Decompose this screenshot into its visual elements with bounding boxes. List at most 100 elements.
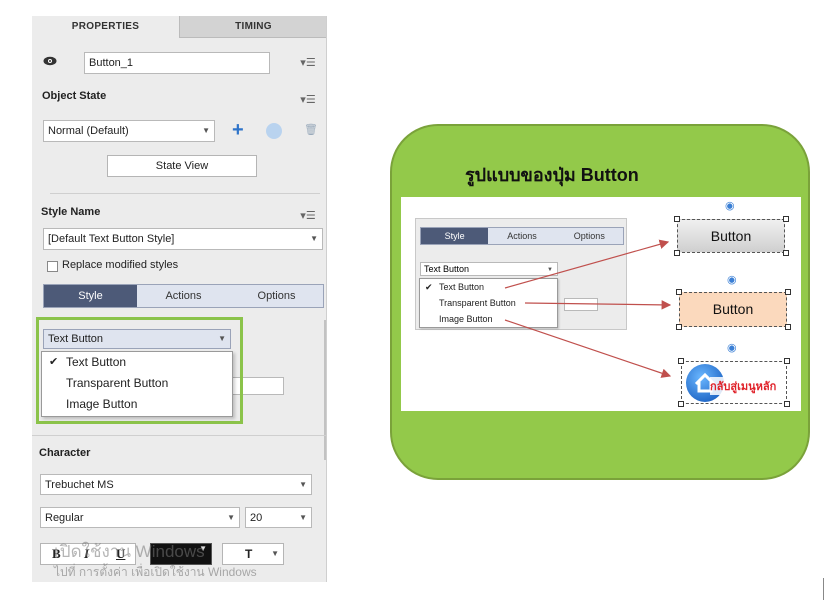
- mini-button-type-value: Text Button: [424, 264, 470, 274]
- text-transform-label: T: [245, 547, 253, 561]
- option-label: Image Button: [66, 397, 138, 411]
- arrow-transparent-button: [524, 300, 672, 310]
- button-type-list: ✔Text Button Transparent Button Image Bu…: [41, 351, 233, 417]
- refresh-state-icon[interactable]: [266, 123, 282, 139]
- font-family-select[interactable]: Trebuchet MS ▼: [40, 474, 312, 495]
- object-state-value: Normal (Default): [48, 125, 129, 137]
- selection-handle: [784, 401, 790, 407]
- chevron-down-icon: ▼: [227, 513, 235, 522]
- panel-tabs: PROPERTIES TIMING: [32, 16, 326, 38]
- selection-handle: [674, 250, 680, 256]
- button-type-select[interactable]: Text Button ▼: [43, 329, 231, 349]
- text-transform-select[interactable]: T ▼: [222, 543, 284, 565]
- chevron-down-icon: ▼: [199, 544, 207, 553]
- tab-properties[interactable]: PROPERTIES: [32, 16, 179, 38]
- subtab-style[interactable]: Style: [44, 285, 137, 307]
- bold-button[interactable]: B: [52, 546, 61, 561]
- text-format-bar: [40, 543, 136, 565]
- font-style-value: Regular: [45, 512, 84, 524]
- character-title: Character: [39, 447, 91, 459]
- sample-image-caption: กลับสู่เมนูหลัก: [710, 377, 777, 395]
- style-name-select[interactable]: [Default Text Button Style] ▼: [43, 228, 323, 250]
- selection-handle: [674, 216, 680, 222]
- chevron-down-icon: ▼: [202, 126, 210, 135]
- selection-handle: [676, 289, 682, 295]
- selection-handle: [678, 358, 684, 364]
- subtab-actions[interactable]: Actions: [165, 290, 202, 302]
- button-type-value: Text Button: [48, 333, 104, 345]
- divider: [50, 193, 320, 194]
- mini-tab-actions: Actions: [507, 231, 537, 241]
- style-name-title: Style Name: [41, 206, 101, 218]
- underline-button[interactable]: U: [116, 546, 126, 561]
- panel-menu-icon[interactable]: ▾☰: [300, 57, 316, 69]
- mini-option-label: Transparent Button: [439, 298, 516, 308]
- mini-option-label: Image Button: [439, 314, 493, 324]
- chevron-down-icon: ▼: [271, 549, 279, 558]
- mini-tab-options: Options: [573, 231, 605, 241]
- style-name-value: [Default Text Button Style]: [48, 233, 175, 245]
- mini-option: ✔ Text Button: [420, 279, 557, 295]
- text-color-swatch[interactable]: ▼: [150, 543, 212, 565]
- mini-subtabs: Style Actions Options: [420, 227, 624, 245]
- tab-timing[interactable]: TIMING: [179, 16, 326, 38]
- style-name-menu-icon[interactable]: ▾☰: [300, 210, 316, 222]
- selection-handle: [783, 250, 789, 256]
- selection-handle: [783, 216, 789, 222]
- mini-button-type-select: Text Button ▼: [420, 262, 558, 276]
- mini-option: Image Button: [420, 311, 557, 327]
- mini-tab-style: Style: [421, 228, 489, 244]
- arrow-image-button: [504, 319, 672, 378]
- italic-button[interactable]: I: [84, 546, 90, 561]
- font-size-value: 20: [250, 512, 263, 524]
- mini-option-label: Text Button: [439, 282, 485, 292]
- visibility-eye-icon[interactable]: [43, 56, 57, 66]
- button-type-option[interactable]: Transparent Button: [42, 373, 232, 394]
- illustration-title: รูปแบบของปุ่ม Button: [465, 165, 639, 185]
- object-state-select[interactable]: Normal (Default) ▼: [43, 120, 215, 142]
- properties-panel: PROPERTIES TIMING Button_1 ▾☰ Object Sta…: [32, 16, 327, 582]
- replace-styles-checkbox[interactable]: [47, 261, 58, 272]
- selection-handle: [676, 324, 682, 330]
- activation-watermark-line2: ไปที่ การตั้งค่า เพื่อเปิดใช้งาน Windows: [54, 565, 257, 579]
- button-type-option[interactable]: Image Button: [42, 394, 232, 415]
- button-type-option[interactable]: ✔Text Button: [42, 352, 232, 373]
- delete-state-icon[interactable]: 🗑: [304, 124, 318, 136]
- style-subtabs: Style Actions Options: [43, 284, 324, 308]
- subtab-options[interactable]: Options: [257, 290, 296, 302]
- eye-icon: ◉: [727, 274, 737, 286]
- chevron-down-icon: ▼: [310, 234, 318, 243]
- selection-handle: [784, 358, 790, 364]
- chevron-down-icon: ▼: [299, 513, 307, 522]
- chevron-down-icon: ▼: [299, 480, 307, 489]
- divider: [32, 435, 326, 436]
- chevron-down-icon: ▼: [218, 334, 226, 343]
- selection-handle: [785, 289, 791, 295]
- selection-handle: [678, 401, 684, 407]
- chevron-down-icon: ▼: [547, 267, 553, 273]
- highlight-frame: [36, 317, 243, 424]
- mini-option: Transparent Button: [420, 295, 557, 311]
- object-name-input[interactable]: Button_1: [84, 52, 270, 74]
- state-view-button[interactable]: State View: [107, 155, 257, 177]
- sample-transparent-button: Button: [679, 292, 787, 327]
- eye-icon: ◉: [725, 200, 735, 212]
- replace-styles-label: Replace modified styles: [62, 259, 179, 271]
- font-size-select[interactable]: 20 ▼: [245, 507, 312, 528]
- activation-watermark-line1: เปิดใช้งาน Windows: [54, 542, 205, 561]
- add-state-icon[interactable]: +: [232, 119, 244, 141]
- sample-text-button: Button: [677, 219, 785, 253]
- selection-handle: [785, 324, 791, 330]
- panel-scrollbar[interactable]: [324, 320, 326, 460]
- check-icon: ✔: [49, 356, 59, 368]
- font-style-select[interactable]: Regular ▼: [40, 507, 240, 528]
- sample-image-button: กลับสู่เมนูหลัก: [681, 361, 787, 404]
- object-state-title: Object State: [42, 90, 107, 102]
- eye-icon: ◉: [727, 342, 737, 354]
- check-icon: ✔: [425, 282, 433, 292]
- text-cursor: [823, 578, 824, 600]
- object-state-menu-icon[interactable]: ▾☰: [300, 94, 316, 106]
- font-family-value: Trebuchet MS: [45, 479, 114, 491]
- arrow-text-button: [504, 239, 670, 289]
